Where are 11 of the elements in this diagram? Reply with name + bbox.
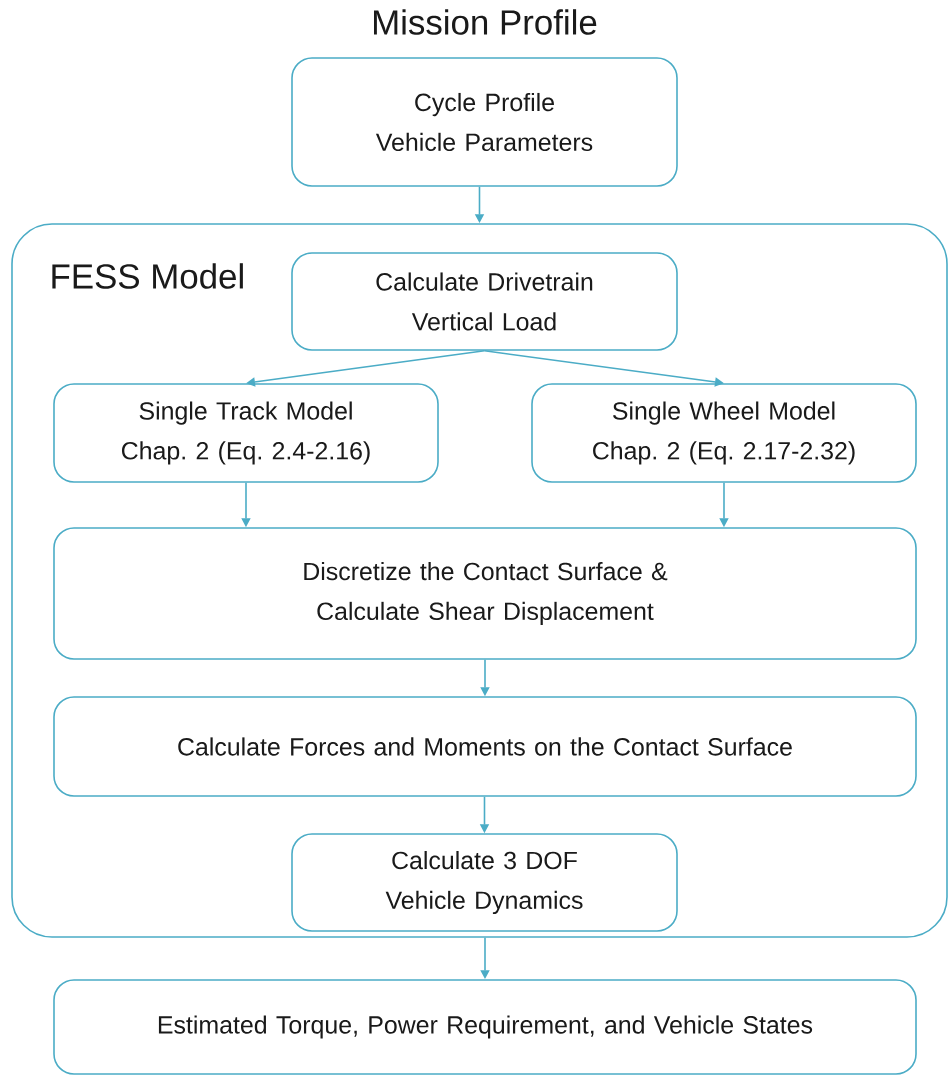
process-box: Discretize the Contact Surface & Calculate Shear Displacement bbox=[53, 527, 917, 660]
process-box: Single Track Model Chap. 2 (Eq. 2.4-2.16) bbox=[53, 383, 439, 483]
process-box: Cycle Profile Vehicle Parameters bbox=[291, 57, 678, 187]
process-box: Estimated Torque, Power Requirement, and Vehicle States bbox=[53, 979, 917, 1075]
process-box: Calculate Drivetrain Vertical Load bbox=[291, 252, 678, 351]
heading: Mission Profile bbox=[374, 9, 597, 35]
process-box: Calculate 3 DOF Vehicle Dynamics bbox=[291, 833, 678, 932]
process-box: Calculate Forces and Moments on the Contact Surface bbox=[53, 696, 917, 797]
arrow bbox=[246, 350, 486, 387]
process-box: Single Wheel Model Chap. 2 (Eq. 2.17-2.32) bbox=[531, 383, 917, 483]
group-title: FESS Model bbox=[52, 263, 243, 289]
